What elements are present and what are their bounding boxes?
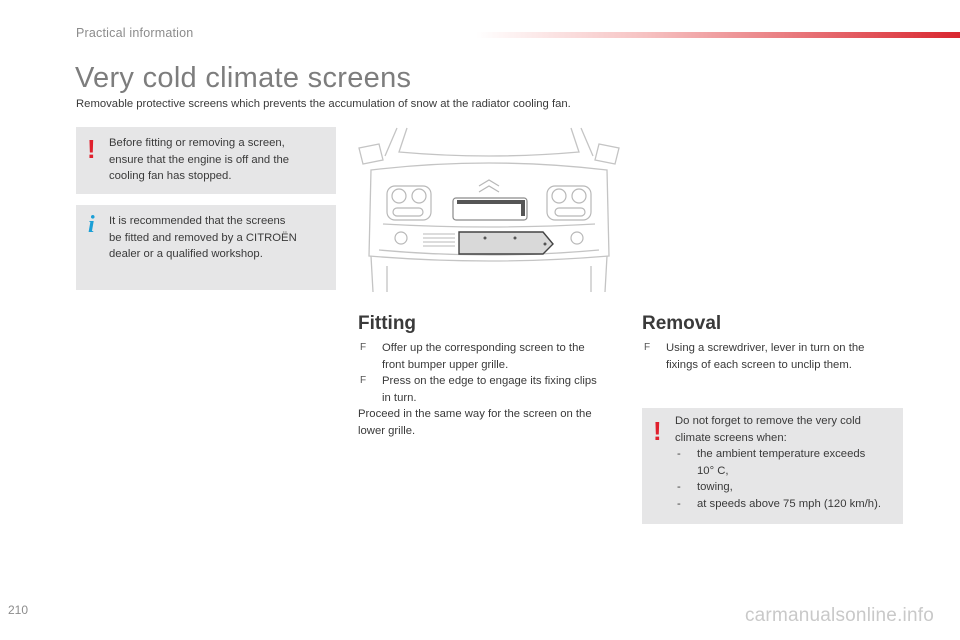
fitting-column: F Offer up the corresponding screen to t…: [358, 340, 628, 439]
page-number: 210: [8, 603, 29, 617]
fitting-note-line: lower grille.: [358, 424, 416, 437]
warning-line: cooling fan has stopped.: [109, 170, 232, 182]
reminder-intro-line: climate screens when:: [675, 431, 787, 444]
reminder-item: towing,: [675, 479, 897, 496]
watermark: carmanualsonline.info: [744, 605, 934, 626]
info-text: It is recommended that the screens be fi…: [109, 213, 297, 263]
info-line: be fitted and removed by a CITROËN: [109, 231, 297, 244]
reminder-item-line: towing,: [697, 481, 733, 493]
info-line: dealer or a qualified workshop.: [109, 248, 263, 260]
reminder-intro-line: Do not forget to remove the very cold: [675, 415, 861, 427]
fitting-heading: Fitting: [358, 313, 417, 334]
reminder-item-line: at speeds above 75 mph (120 km/h).: [697, 497, 881, 510]
page-title: Very cold climate screens: [75, 62, 412, 94]
reminder-list: the ambient temperature exceeds 10° C, t…: [675, 446, 897, 512]
bullet-icon: F: [644, 342, 651, 353]
fitting-note: Proceed in the same way for the screen o…: [358, 406, 628, 439]
removal-step-line: Using a screwdriver, lever in turn on th…: [666, 342, 865, 354]
car-front-illustration: [358, 127, 620, 293]
info-line: It is recommended that the screens: [109, 215, 286, 227]
section-label: Practical information: [76, 26, 194, 40]
reminder-item: at speeds above 75 mph (120 km/h).: [675, 496, 897, 513]
removal-step-line: fixings of each screen to unclip them.: [666, 358, 852, 371]
fitting-step: F Press on the edge to engage its fixing…: [358, 373, 628, 406]
fitting-step: F Offer up the corresponding screen to t…: [358, 340, 628, 373]
removal-step: F Using a screwdriver, lever in turn on …: [642, 340, 904, 373]
fitting-step-line: Offer up the corresponding screen to the: [382, 342, 585, 354]
intro-text: Removable protective screens which preve…: [76, 98, 571, 110]
fitting-note-line: Proceed in the same way for the screen o…: [358, 408, 592, 420]
warning-icon: !: [87, 134, 96, 164]
bullet-icon: F: [360, 375, 367, 386]
reminder-box: ! Do not forget to remove the very cold …: [642, 408, 903, 524]
reminder-text: Do not forget to remove the very cold cl…: [675, 413, 897, 512]
warning-line: ensure that the engine is off and the: [109, 153, 290, 166]
warning-text: Before fitting or removing a screen, ens…: [109, 135, 289, 185]
info-box: i It is recommended that the screens be …: [76, 205, 336, 290]
fitting-step-line: Press on the edge to engage its fixing c…: [382, 375, 597, 387]
info-icon: i: [88, 212, 95, 238]
fitting-step-line: in turn.: [382, 391, 417, 404]
fitting-step-line: front bumper upper grille.: [382, 358, 509, 371]
reminder-item: the ambient temperature exceeds 10° C,: [675, 446, 897, 479]
removal-heading: Removal: [642, 313, 722, 334]
warning-box: ! Before fitting or removing a screen, e…: [76, 127, 336, 194]
removal-column: F Using a screwdriver, lever in turn on …: [642, 340, 904, 373]
header-accent-bar: [476, 32, 960, 38]
warning-icon: !: [653, 416, 662, 446]
reminder-item-line: 10° C,: [697, 464, 729, 477]
reminder-item-line: the ambient temperature exceeds: [697, 448, 866, 460]
bullet-icon: F: [360, 342, 367, 353]
warning-line: Before fitting or removing a screen,: [109, 137, 285, 149]
